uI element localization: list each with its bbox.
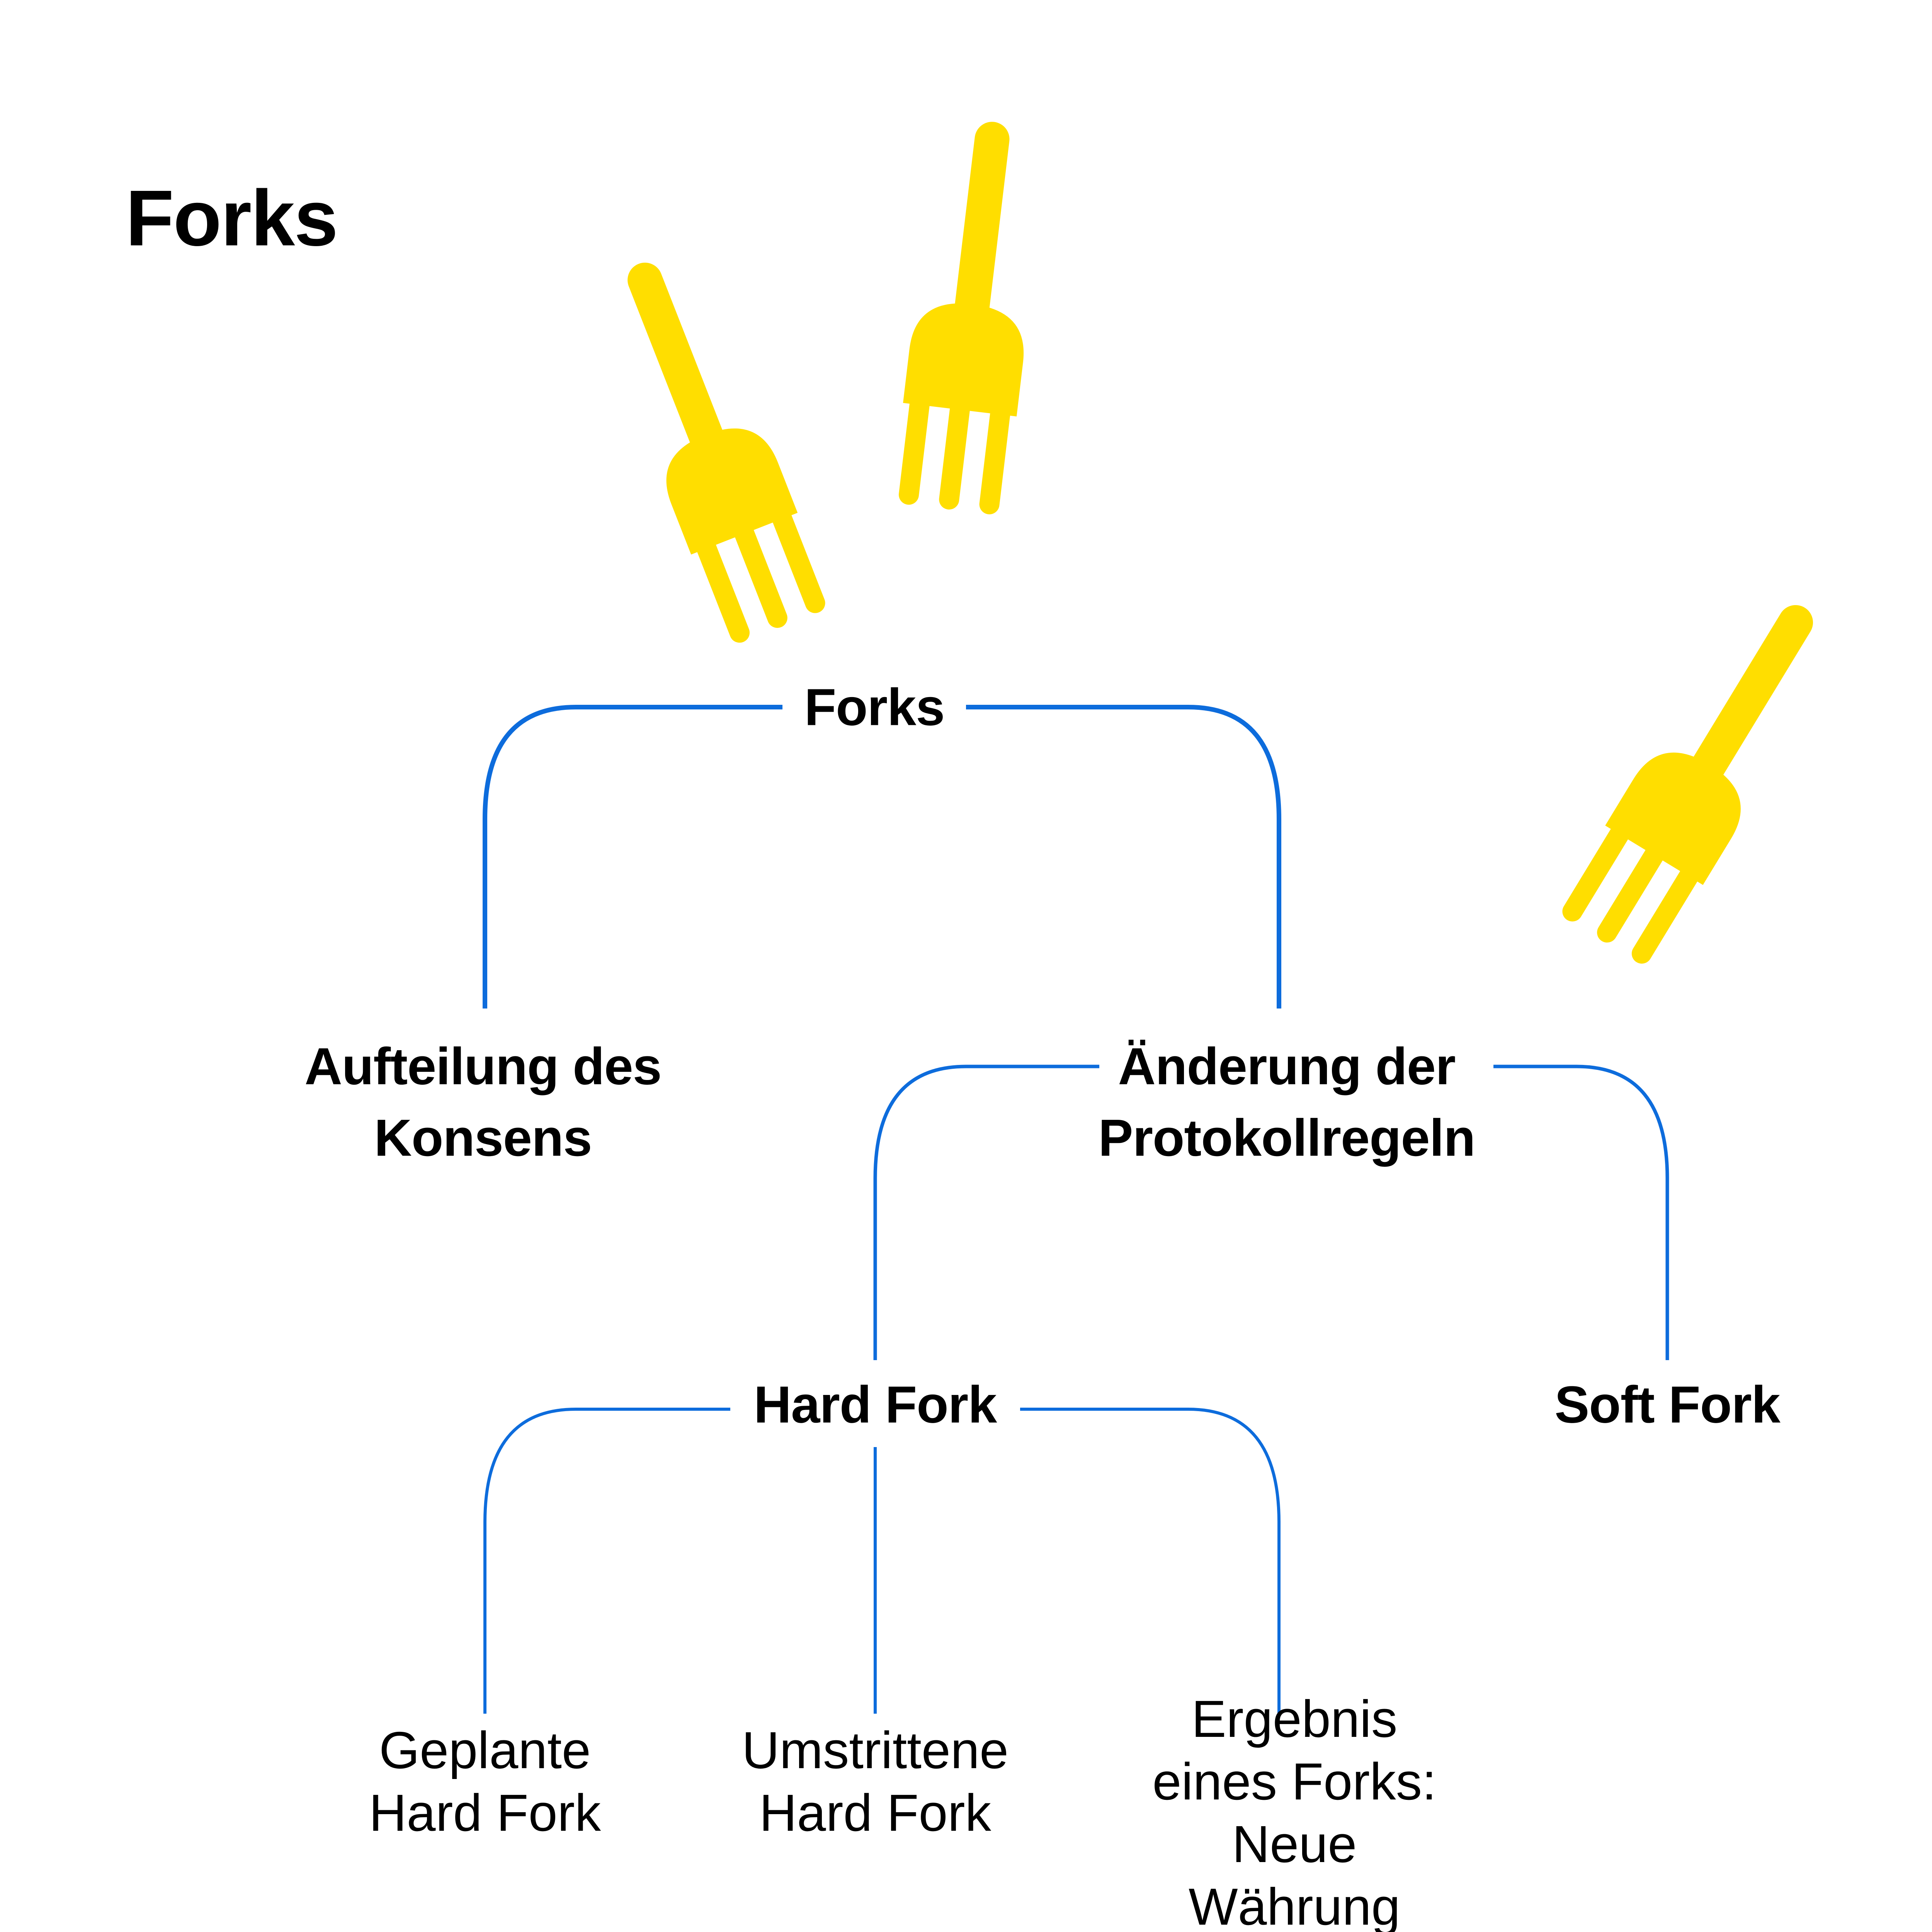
node-umstrittene-hard-fork: Umstrittene Hard Fork — [742, 1721, 1009, 1842]
connector-root-to-aufteilung — [483, 705, 782, 1009]
connector-aenderung-to-softfork — [1493, 1065, 1669, 1360]
node-forks-root: Forks — [804, 678, 945, 736]
node-hard-fork: Hard Fork — [753, 1375, 997, 1434]
node-aufteilung-des-konsens: Aufteilung des Konsens — [304, 1037, 662, 1167]
fork-icon — [585, 243, 835, 648]
connector-hardfork-to-ergebnis — [1020, 1408, 1281, 1714]
fork-icon — [891, 115, 1051, 516]
connector-root-to-aenderung — [966, 705, 1281, 1009]
page-title: Forks — [126, 174, 338, 262]
node-geplante-hard-fork: Geplante Hard Fork — [369, 1721, 601, 1842]
node-soft-fork: Soft Fork — [1554, 1375, 1780, 1434]
node-ergebnis-neue-waehrung: Ergebnis eines Forks: Neue Währung — [1152, 1690, 1437, 1932]
connector-aenderung-to-hardfork — [873, 1065, 1099, 1360]
node-aenderung-der-protokollregeln: Änderung der Protokollregeln — [1098, 1037, 1475, 1167]
connector-hardfork-to-geplante — [483, 1408, 730, 1714]
fork-icon — [1553, 578, 1854, 971]
